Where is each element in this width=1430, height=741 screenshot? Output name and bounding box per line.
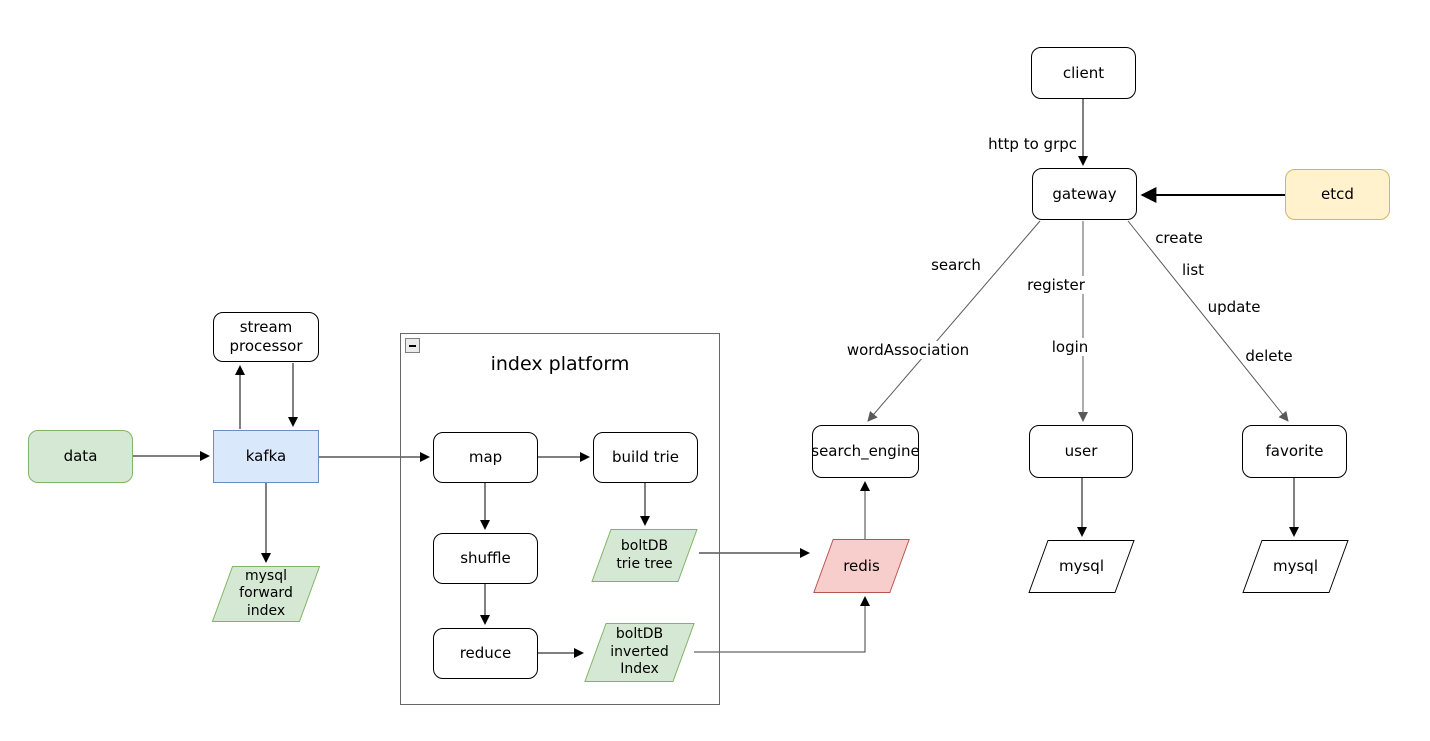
node-shuffle-label: shuffle [460, 549, 511, 568]
edge-label-search: search [929, 256, 983, 274]
node-build-trie-label: build trie [611, 448, 680, 467]
node-client-label: client [1062, 63, 1105, 82]
node-mysql-favorite[interactable]: mysql [1242, 540, 1349, 593]
edge-label-update: update [1205, 298, 1263, 316]
node-data[interactable]: data [28, 430, 133, 483]
node-favorite-label: favorite [1265, 442, 1324, 461]
node-etcd-label: etcd [1321, 185, 1354, 204]
node-etcd[interactable]: etcd [1285, 169, 1390, 220]
node-user-label: user [1064, 442, 1098, 461]
edge-label-word-association: wordAssociation [844, 341, 972, 359]
node-gateway[interactable]: gateway [1032, 168, 1137, 220]
edge-label-list: list [1179, 261, 1207, 279]
edge-label-register: register [1025, 276, 1087, 294]
node-map-label: map [468, 448, 503, 467]
node-boltdb-trie-tree-label: boltDB trie tree [616, 538, 673, 572]
node-mysql-user-label: mysql [1059, 557, 1104, 576]
node-boltdb-inverted-index[interactable]: boltDB inverted Index [584, 623, 695, 682]
node-boltdb-trie-tree[interactable]: boltDB trie tree [591, 529, 698, 582]
node-kafka-label: kafka [245, 447, 287, 466]
node-search-engine[interactable]: search_engine [811, 425, 920, 478]
edge-label-create: create [1153, 229, 1205, 247]
node-stream-processor[interactable]: stream processor [213, 312, 319, 362]
node-build-trie[interactable]: build trie [593, 432, 698, 483]
index-platform-container[interactable]: index platform [400, 333, 720, 705]
node-mysql-forward-index-label: mysql forward index [239, 567, 293, 619]
edge-gateway-favorite [1127, 220, 1289, 422]
edge-boltdbinvertedindex-redis [694, 596, 870, 653]
edge-gateway-searchengine [867, 220, 1041, 422]
node-reduce-label: reduce [459, 644, 512, 663]
node-search-engine-label: search_engine [811, 442, 920, 461]
node-kafka[interactable]: kafka [213, 430, 319, 483]
edge-label-login: login [1049, 338, 1091, 356]
node-favorite[interactable]: favorite [1242, 425, 1347, 478]
edge-label-delete: delete [1243, 347, 1295, 365]
node-gateway-label: gateway [1052, 184, 1117, 203]
node-shuffle[interactable]: shuffle [433, 533, 538, 584]
node-redis[interactable]: redis [813, 539, 910, 593]
node-map[interactable]: map [433, 432, 538, 483]
node-mysql-user[interactable]: mysql [1028, 540, 1135, 593]
node-redis-label: redis [843, 556, 880, 575]
node-reduce[interactable]: reduce [433, 628, 538, 679]
node-data-label: data [63, 447, 98, 466]
edge-label-http-to-grpc: http to grpc [986, 135, 1079, 153]
node-client[interactable]: client [1031, 47, 1136, 99]
node-stream-processor-label: stream processor [229, 318, 303, 355]
node-boltdb-inverted-index-label: boltDB inverted Index [610, 626, 669, 678]
node-mysql-forward-index[interactable]: mysql forward index [211, 566, 321, 622]
collapse-icon[interactable] [405, 338, 420, 353]
node-user[interactable]: user [1029, 425, 1133, 478]
minus-glyph [409, 344, 416, 347]
node-mysql-favorite-label: mysql [1273, 557, 1318, 576]
index-platform-title: index platform [490, 353, 630, 375]
